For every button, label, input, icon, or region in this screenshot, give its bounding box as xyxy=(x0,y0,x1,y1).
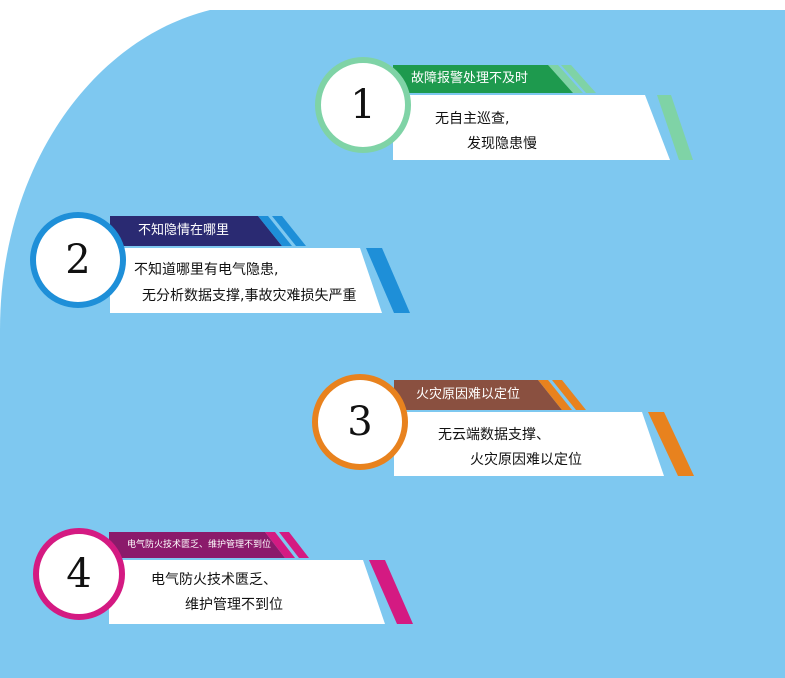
card-1-shapes xyxy=(393,65,693,160)
step-desc-3-line2: 火灾原因难以定位 xyxy=(470,452,582,468)
step-desc-1-line1: 无自主巡查, xyxy=(435,111,510,127)
step-tag-1: 故障报警处理不及时 xyxy=(411,71,529,86)
step-number-3: 3 xyxy=(347,399,373,445)
step-number-circle-1: 1 xyxy=(315,57,411,153)
step-desc-3-line1: 无云端数据支撑、 xyxy=(438,427,550,443)
step-number-1: 1 xyxy=(350,82,376,128)
step-card-2: 2 不知隐情在哪里 不知道哪里有电气隐患, 无分析数据支撑,事故灾难损失严重 xyxy=(30,210,415,320)
step-number-4: 4 xyxy=(66,551,92,597)
step-card-1: 1 故障报警处理不及时 无自主巡查, 发现隐患慢 xyxy=(315,55,695,165)
step-number-circle-3: 3 xyxy=(312,374,408,470)
step-desc-4-line2: 维护管理不到位 xyxy=(185,597,283,613)
step-number-circle-4: 4 xyxy=(33,528,125,620)
card-4-shapes xyxy=(109,532,413,624)
step-desc-1-line2: 发现隐患慢 xyxy=(467,136,537,152)
step-number-circle-2: 2 xyxy=(30,212,126,308)
step-desc-2-line2: 无分析数据支撑,事故灾难损失严重 xyxy=(142,288,357,304)
card-3-shapes xyxy=(394,380,694,476)
step-tag-4: 电气防火技术匮乏、维护管理不到位 xyxy=(127,540,272,550)
step-card-4: 4 电气防火技术匮乏、维护管理不到位 电气防火技术匮乏、 维护管理不到位 xyxy=(33,528,418,638)
step-desc-2-line1: 不知道哪里有电气隐患, xyxy=(134,262,279,278)
step-tag-2: 不知隐情在哪里 xyxy=(138,223,230,238)
step-desc-4-line1: 电气防火技术匮乏、 xyxy=(151,572,277,588)
step-card-3: 3 火灾原因难以定位 无云端数据支撑、 火灾原因难以定位 xyxy=(312,372,697,482)
step-number-2: 2 xyxy=(65,237,91,283)
step-tag-3: 火灾原因难以定位 xyxy=(416,387,521,402)
card-2-shapes xyxy=(110,216,410,313)
